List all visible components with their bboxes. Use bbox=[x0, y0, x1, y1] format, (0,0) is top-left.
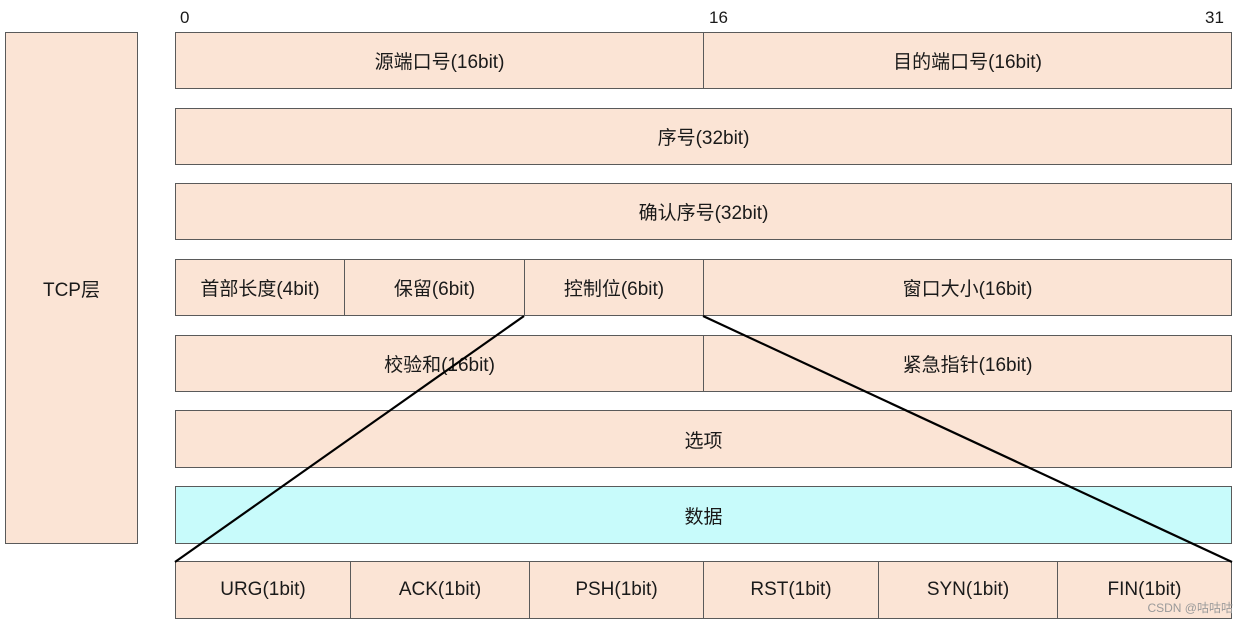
control-bits-label: 控制位(6bit) bbox=[563, 279, 665, 300]
flag-ack-label: ACK(1bit) bbox=[398, 579, 482, 600]
watermark: CSDN @咕咕咕 bbox=[1147, 601, 1233, 615]
flag-rst-label: RST(1bit) bbox=[750, 579, 832, 600]
sequence-number-label: 序号(32bit) bbox=[657, 128, 750, 149]
flag-syn-label: SYN(1bit) bbox=[926, 579, 1010, 600]
flag-fin: FIN(1bit) bbox=[1057, 561, 1232, 619]
checksum-label: 校验和(16bit) bbox=[384, 355, 495, 376]
bit-label-16: 16 bbox=[709, 8, 728, 27]
flag-psh: PSH(1bit) bbox=[529, 561, 704, 619]
destination-port-label: 目的端口号(16bit) bbox=[893, 52, 1042, 73]
tcp-layer-label: TCP层 bbox=[42, 279, 100, 301]
urgent-pointer-label: 紧急指针(16bit) bbox=[902, 355, 1033, 376]
source-port-field: 源端口号(16bit) bbox=[175, 32, 704, 89]
ack-number-label: 确认序号(32bit) bbox=[638, 203, 769, 224]
source-port-label: 源端口号(16bit) bbox=[374, 52, 505, 73]
bit-label-31: 31 bbox=[1205, 8, 1224, 27]
flag-rst: RST(1bit) bbox=[703, 561, 879, 619]
options-label: 选项 bbox=[684, 430, 723, 452]
data-label: 数据 bbox=[684, 506, 723, 528]
flag-fin-label: FIN(1bit) bbox=[1107, 579, 1182, 600]
flag-syn: SYN(1bit) bbox=[878, 561, 1058, 619]
flag-urg-label: URG(1bit) bbox=[220, 579, 306, 600]
destination-port-field: 目的端口号(16bit) bbox=[703, 32, 1232, 89]
window-size-label: 窗口大小(16bit) bbox=[902, 279, 1033, 300]
window-size-field: 窗口大小(16bit) bbox=[703, 259, 1232, 316]
data-field: 数据 bbox=[175, 486, 1232, 544]
urgent-pointer-field: 紧急指针(16bit) bbox=[703, 335, 1232, 392]
options-field: 选项 bbox=[175, 410, 1232, 468]
sequence-number-field: 序号(32bit) bbox=[175, 108, 1232, 165]
reserved-field: 保留(6bit) bbox=[344, 259, 525, 316]
checksum-field: 校验和(16bit) bbox=[175, 335, 704, 392]
reserved-label: 保留(6bit) bbox=[393, 279, 476, 300]
flag-ack: ACK(1bit) bbox=[350, 561, 530, 619]
flag-psh-label: PSH(1bit) bbox=[575, 579, 658, 600]
flag-urg: URG(1bit) bbox=[175, 561, 351, 619]
header-length-field: 首部长度(4bit) bbox=[175, 259, 345, 316]
ack-number-field: 确认序号(32bit) bbox=[175, 183, 1232, 240]
header-length-label: 首部长度(4bit) bbox=[200, 279, 320, 300]
bit-label-0: 0 bbox=[180, 8, 190, 27]
tcp-layer-box: TCP层 bbox=[5, 32, 138, 544]
control-bits-field: 控制位(6bit) bbox=[524, 259, 704, 316]
